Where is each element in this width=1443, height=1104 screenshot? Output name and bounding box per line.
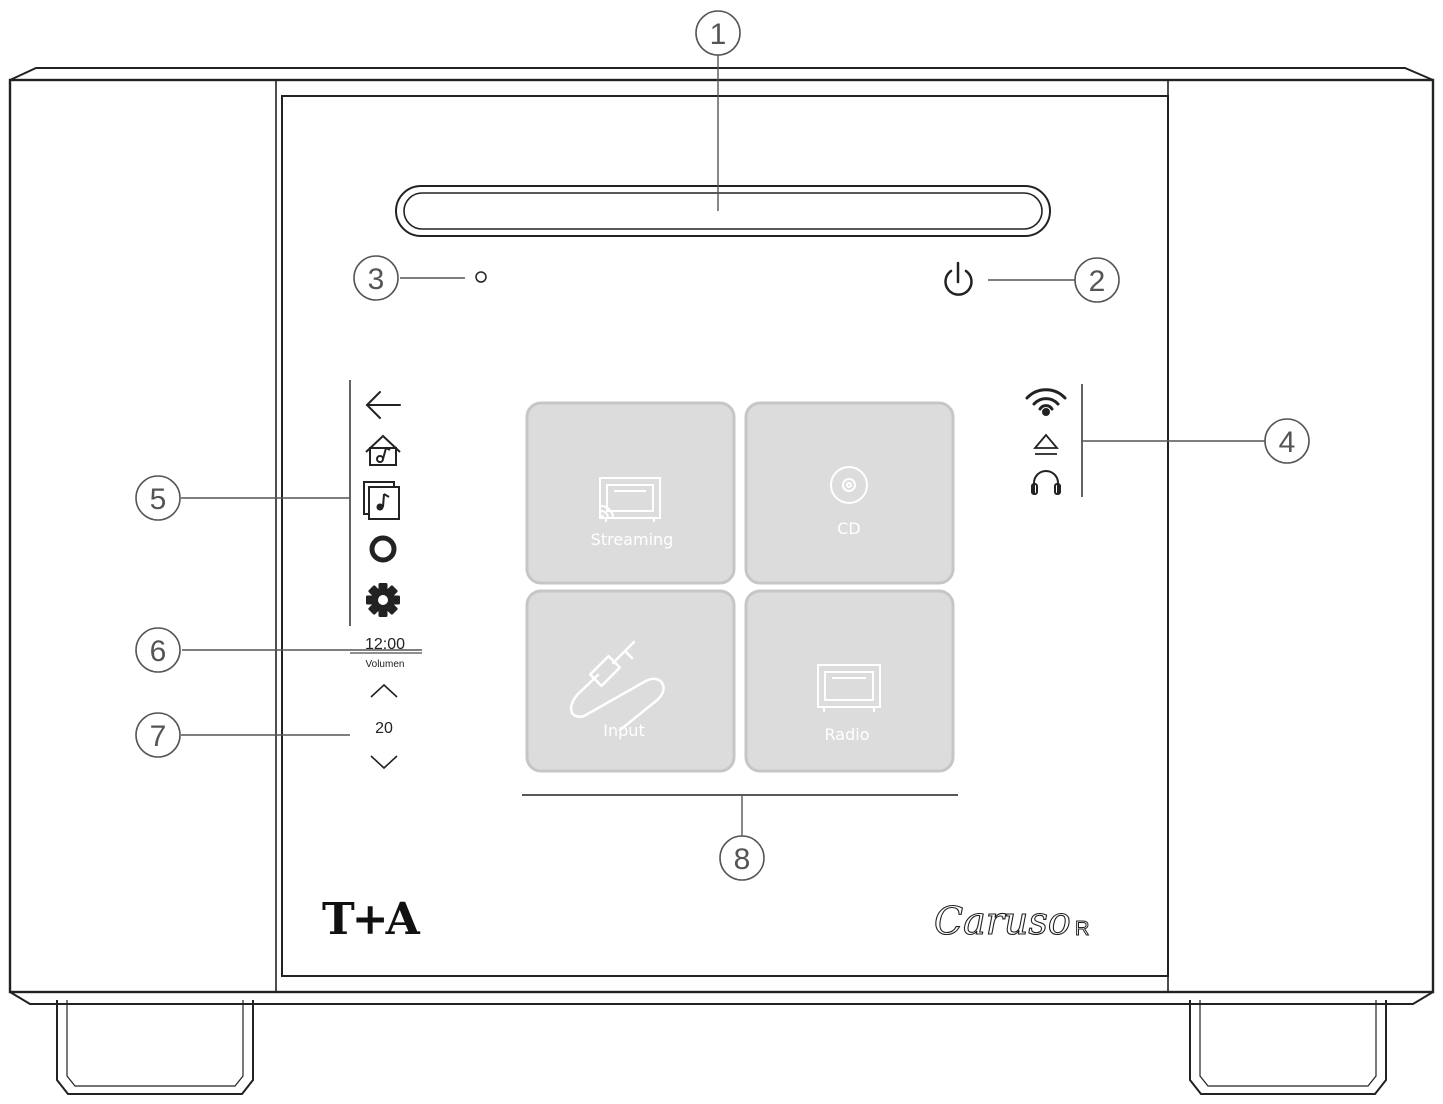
left-foot-inner xyxy=(66,1000,244,1087)
svg-text:7: 7 xyxy=(150,720,167,753)
volume-label: Volumen xyxy=(366,659,405,670)
svg-text:1: 1 xyxy=(710,18,727,51)
streaming-device-icon xyxy=(599,477,661,522)
tile-streaming[interactable]: Streaming xyxy=(525,401,736,585)
device-feet xyxy=(56,1000,1387,1095)
right-foot-inner xyxy=(1199,1000,1377,1087)
model-script: Caruso xyxy=(934,899,1071,943)
cable-plug-icon xyxy=(569,640,665,732)
home-music-icon[interactable] xyxy=(365,434,401,466)
power-icon[interactable] xyxy=(944,261,973,296)
callout-leaders xyxy=(181,55,1265,836)
chassis-bottom-bevel xyxy=(9,991,1434,1005)
music-library-icon[interactable] xyxy=(363,481,400,520)
callout-2: 2 xyxy=(1074,257,1120,303)
tile-radio-label: Radio xyxy=(825,725,870,744)
volume-value: 20 xyxy=(375,720,393,737)
volume-down-chevron-icon[interactable] xyxy=(370,755,398,770)
back-arrow-icon[interactable] xyxy=(365,391,401,419)
volume-up-chevron-icon[interactable] xyxy=(370,683,398,698)
tile-cd[interactable]: CD xyxy=(744,401,955,585)
streaming-icon-dot xyxy=(600,515,604,519)
front-glass-panel xyxy=(281,95,1169,977)
svg-text:5: 5 xyxy=(150,483,167,516)
amazon-alexa-icon[interactable] xyxy=(369,535,397,563)
svg-text:8: 8 xyxy=(734,843,751,876)
svg-text:4: 4 xyxy=(1279,426,1296,459)
headphones-icon xyxy=(1031,470,1061,495)
callout-5: 5 xyxy=(135,475,181,521)
callout-8: 8 xyxy=(719,835,765,881)
cd-slot[interactable] xyxy=(395,185,1051,237)
chassis-top-bevel xyxy=(9,67,1434,81)
brand-logo: T+A xyxy=(322,894,421,945)
eject-icon[interactable] xyxy=(1033,433,1059,455)
callout-6: 6 xyxy=(135,627,181,673)
callout-4: 4 xyxy=(1264,418,1310,464)
ir-sensor xyxy=(475,271,487,283)
callout-7: 7 xyxy=(135,712,181,758)
tile-input[interactable]: Input xyxy=(525,589,736,773)
svg-text:6: 6 xyxy=(150,635,167,668)
svg-text:2: 2 xyxy=(1089,265,1106,298)
tile-streaming-label: Streaming xyxy=(591,530,674,549)
model-suffix: R xyxy=(1075,918,1089,940)
tile-input-label: Input xyxy=(603,721,644,740)
callout-3: 3 xyxy=(353,255,399,301)
tile-cd-label: CD xyxy=(837,519,861,538)
tile-radio[interactable]: Radio xyxy=(744,589,955,773)
left-foot xyxy=(56,1000,254,1095)
clock-display: 12:00 xyxy=(365,636,405,653)
settings-gear-icon[interactable] xyxy=(366,583,400,617)
svg-text:3: 3 xyxy=(368,263,385,296)
radio-device-icon xyxy=(817,664,881,712)
wifi-icon xyxy=(1025,388,1067,411)
right-foot xyxy=(1189,1000,1387,1095)
wifi-icon-dot xyxy=(1042,408,1050,416)
disc-icon xyxy=(830,466,868,504)
callout-1: 1 xyxy=(695,10,741,56)
